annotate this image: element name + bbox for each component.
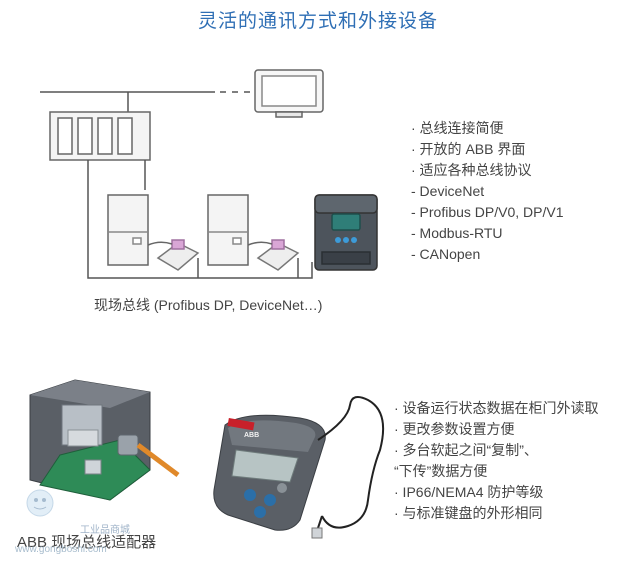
- device-feature-list: · 设备运行状态数据在柜门外读取 · 更改参数设置方便 · 多台软起之间“复制”…: [394, 398, 599, 524]
- drive-cabinet-icon: [207, 194, 249, 266]
- watermark-mascot-icon: [26, 489, 54, 517]
- keypad-illustration: [213, 395, 384, 539]
- adapter-caption: ABB 现场总线适配器: [17, 534, 157, 551]
- list-item: · 开放的 ABB 界面: [411, 141, 526, 157]
- soft-starter-icon: [314, 194, 378, 271]
- list-item: - CANopen: [411, 246, 481, 262]
- list-item: · 总线连接简便: [411, 120, 504, 136]
- page-title: 灵活的通讯方式和外接设备: [197, 11, 438, 32]
- list-item: “下传”数据方便: [394, 463, 488, 479]
- bus-adapter-icon: [247, 239, 300, 271]
- list-item: - DeviceNet: [411, 183, 485, 199]
- network-diagram: [40, 69, 378, 279]
- drive-cabinet-icon: [107, 194, 149, 266]
- list-item: · 与标准键盘的外形相同: [394, 505, 543, 521]
- network-caption: 现场总线 (Profibus DP, DeviceNet…): [94, 297, 323, 313]
- list-item: · 适应各种总线协议: [411, 162, 532, 178]
- bus-adapter-icon: [147, 239, 200, 271]
- monitor-icon: [254, 69, 324, 118]
- watermark-url: www.gongboshi.com: [15, 544, 107, 555]
- list-item: · 设备运行状态数据在柜门外读取: [394, 400, 599, 416]
- list-item: · 多台软起之间“复制”、: [394, 442, 538, 458]
- list-item: - Modbus-RTU: [411, 225, 503, 241]
- plc-rack-icon: [49, 111, 151, 161]
- list-item: · 更改参数设置方便: [394, 421, 515, 437]
- keypad-brand-label: ABB: [244, 432, 260, 439]
- list-item: · IP66/NEMA4 防护等级: [394, 484, 544, 500]
- watermark-label: 工业品商城: [80, 525, 130, 536]
- network-feature-list: · 总线连接简便 · 开放的 ABB 界面 · 适应各种总线协议 - Devic…: [411, 118, 564, 265]
- field-bus-loop: [87, 160, 313, 279]
- list-item: - Profibus DP/V0, DP/V1: [411, 204, 564, 220]
- fieldbus-adapter-illustration: [29, 379, 180, 501]
